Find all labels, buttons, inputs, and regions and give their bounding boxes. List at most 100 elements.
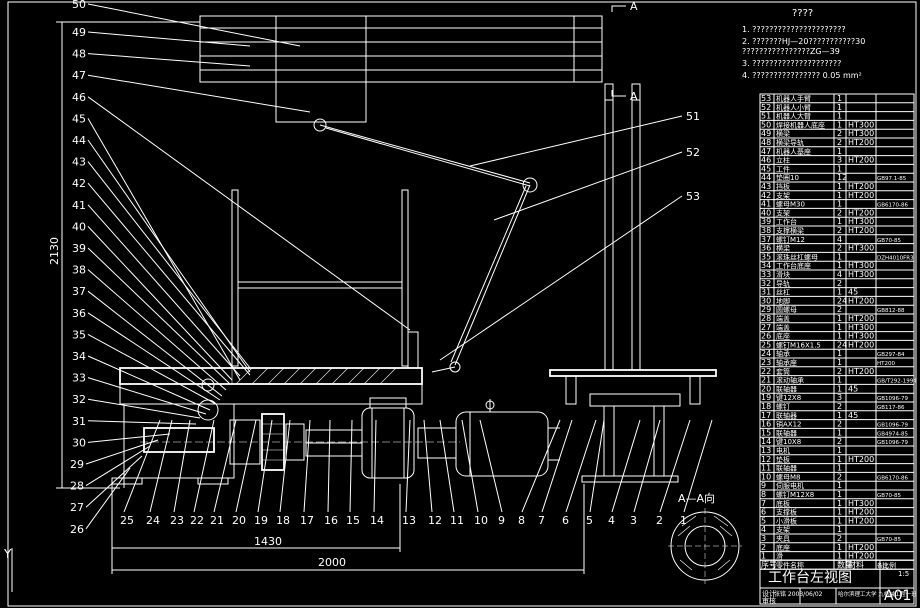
leader-label-13: 13 <box>402 514 416 527</box>
table-cell: 1 <box>761 552 766 561</box>
table-cell: 33 <box>761 270 771 279</box>
table-cell: 46 <box>761 156 771 165</box>
note-3: 3. ????????????????????? <box>742 59 841 68</box>
leader-label-46: 46 <box>72 91 86 104</box>
leader-label-45: 45 <box>72 112 86 125</box>
table-cell: GB4974-85 <box>877 431 909 437</box>
table-cell: GB1096-79 <box>877 440 909 446</box>
table-cell: HT200 <box>848 208 874 217</box>
table-cell: 横梁 <box>776 244 790 253</box>
table-cell: 支架 <box>776 191 790 200</box>
table-cell: 41 <box>761 200 771 209</box>
table-cell: 1 <box>837 455 842 464</box>
table-cell: HT300 <box>848 217 874 226</box>
dim-length-2-text: 2000 <box>318 556 346 569</box>
table-cell: HT200 <box>848 138 874 147</box>
table-cell: GB6170-86 <box>877 203 909 209</box>
leader-label-31: 31 <box>72 415 86 428</box>
table-cell: 2 <box>837 402 842 411</box>
table-cell: 机器人手臂 <box>776 94 811 103</box>
drawing-title: 工作台左视图 <box>768 570 852 586</box>
leader-label-32: 32 <box>72 393 86 406</box>
table-cell: 34 <box>761 261 771 270</box>
table-cell: 14 <box>761 437 771 446</box>
leader-label-29: 29 <box>70 458 84 471</box>
table-cell: 39 <box>761 217 771 226</box>
table-cell: GB70-85 <box>877 238 902 244</box>
table-cell: GB812-88 <box>877 308 905 314</box>
leader-label-8: 8 <box>518 514 525 527</box>
table-cell: 1 <box>837 217 842 226</box>
table-cell: 1 <box>837 191 842 200</box>
leader-label-2: 2 <box>656 514 663 527</box>
table-cell: 夹具 <box>776 534 790 543</box>
table-cell: 30 <box>761 296 771 305</box>
table-cell: 垫圈10 <box>776 173 799 182</box>
leader-label-34: 34 <box>72 350 86 363</box>
table-cell: 1 <box>837 384 842 393</box>
overhead-frame <box>199 15 603 132</box>
table-cell: 29 <box>761 305 771 314</box>
leader-label-6: 6 <box>562 514 569 527</box>
table-cell: GB70-85 <box>877 493 902 499</box>
table-cell: 2 <box>837 420 842 429</box>
designer: 张铭 2003/06/02 <box>774 590 823 598</box>
table-cell: HT200 <box>848 226 874 235</box>
dim-height-text: 2130 <box>48 237 61 265</box>
table-cell: 22 <box>761 367 771 376</box>
table-cell: 滑 <box>776 552 783 561</box>
table-cell: 43 <box>761 182 771 191</box>
leader-label-52: 52 <box>686 146 700 159</box>
note-2: 2. ???????HJ—20???????????30 <box>742 37 865 46</box>
table-cell: 1 <box>837 490 842 499</box>
table-cell: 2 <box>761 543 766 552</box>
table-cell: GB70-85 <box>877 537 902 543</box>
scale-label: 比例 <box>882 561 896 570</box>
table-cell: 联轴器 <box>776 411 797 420</box>
table-cell: 3 <box>837 393 842 402</box>
table-cell: 25 <box>761 340 771 349</box>
table-cell: 螺钉 <box>776 402 790 411</box>
leader-label-7: 7 <box>538 514 545 527</box>
table-cell: 9 <box>761 481 766 490</box>
table-cell: 支撑板 <box>776 508 797 517</box>
leader-label-4: 4 <box>608 514 615 527</box>
table-cell: 螺母M8 <box>776 472 801 481</box>
table-cell: GB/T292-1994 <box>877 379 917 385</box>
table-cell: HT200 <box>848 340 874 349</box>
table-cell: 24 <box>761 349 771 358</box>
leader-lines: 5049484746454443424140393837363534333231… <box>70 0 713 536</box>
leader-label-15: 15 <box>346 514 360 527</box>
table-cell: HT300 <box>848 261 874 270</box>
table-cell: 20 <box>761 384 771 393</box>
table-cell: 支架 <box>776 208 790 217</box>
note-1: 1. ?????????????????????? <box>742 25 846 34</box>
leader-label-9: 9 <box>498 514 505 527</box>
table-cell: GB297-84 <box>877 352 905 358</box>
table-cell: 导轨 <box>776 279 790 288</box>
table-cell: GB117-86 <box>877 405 905 411</box>
leader-label-35: 35 <box>72 328 86 341</box>
table-cell: 螺钉M16X1.5 <box>776 340 821 349</box>
table-cell: 1 <box>837 314 842 323</box>
table-cell: 2 <box>837 138 842 147</box>
table-cell: 16 <box>761 420 771 429</box>
leader-label-28: 28 <box>70 480 84 493</box>
table-cell: 11 <box>761 464 771 473</box>
table-cell: DZH4010FR3 <box>877 255 914 261</box>
table-cell: 38 <box>761 226 771 235</box>
table-cell: 支撑横梁 <box>776 226 804 235</box>
table-cell: 2 <box>837 437 842 446</box>
table-cell: 2 <box>837 367 842 376</box>
table-cell: HT200 <box>848 508 874 517</box>
table-cell: 2 <box>837 279 842 288</box>
table-cell: 1 <box>837 464 842 473</box>
table-cell: 1 <box>837 332 842 341</box>
table-cell: 工件 <box>776 164 790 173</box>
table-header-cell: 零件名称 <box>776 560 804 569</box>
table-cell: 1 <box>837 376 842 385</box>
table-cell: 圆螺母 <box>776 305 797 314</box>
table-cell: 联轴器 <box>776 384 797 393</box>
table-cell: GB97.1-85 <box>877 176 907 182</box>
table-cell: 滑块 <box>776 270 790 279</box>
